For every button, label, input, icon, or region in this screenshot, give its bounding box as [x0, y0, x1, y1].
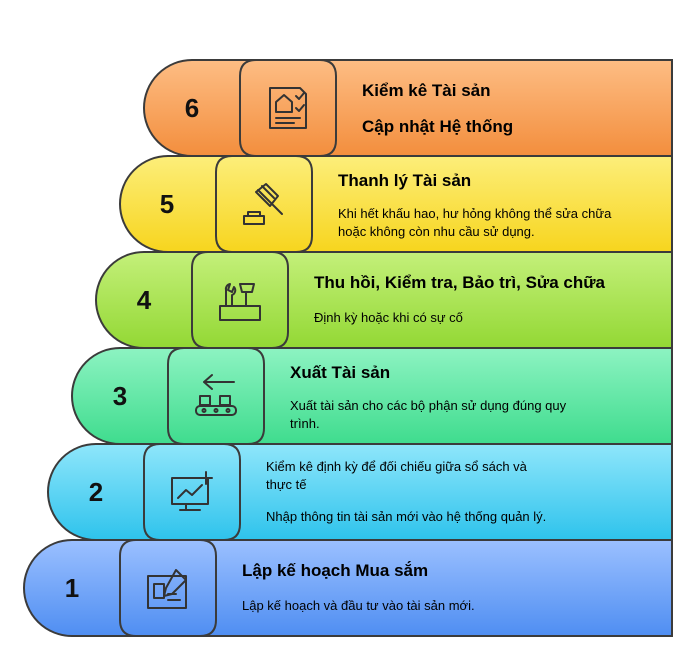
step-5-title: Thanh lý Tài sản	[338, 171, 472, 190]
step-6-number: 6	[184, 93, 200, 123]
step-4-description: Định kỳ hoặc khi có sự cố	[314, 310, 463, 325]
toolbox-wrench-hammer-icon	[219, 283, 261, 321]
checklist-house-icon	[269, 87, 307, 129]
conveyor-arrow-icon	[195, 374, 237, 416]
step-6-title: Kiểm kê Tài sản	[362, 81, 491, 100]
step-5-description: Khi hết khấu hao, hư hỏng không thể sửa …	[338, 206, 612, 239]
blueprint-pencil-icon	[147, 569, 187, 609]
step-6-title-2: Cập nhật Hệ thống	[362, 117, 514, 136]
step-2-band	[47, 443, 673, 541]
step-2-description: Kiểm kê định kỳ để đối chiếu giữa sổ sác…	[266, 459, 527, 492]
step-5-number: 5	[159, 189, 175, 219]
step-3-band	[71, 347, 673, 445]
step-1-number: 1	[64, 573, 80, 603]
step-6-icon-frame	[239, 59, 337, 157]
step-4-number: 4	[136, 285, 152, 315]
step-3-title: Xuất Tài sản	[290, 363, 391, 382]
step-4-title: Thu hồi, Kiểm tra, Bảo trì, Sửa chữa	[314, 273, 606, 292]
step-2-number: 2	[88, 477, 104, 507]
gavel-icon	[243, 183, 283, 225]
step-1-description: Lập kế hoạch và đầu tư vào tài sản mới.	[242, 598, 475, 613]
step-3-number: 3	[112, 381, 128, 411]
monitor-chart-plus-icon	[171, 471, 213, 511]
step-1-band	[23, 539, 673, 637]
step-3-description: Xuất tài sản cho các bộ phận sử dụng đún…	[290, 398, 567, 431]
step-6-band	[143, 59, 673, 157]
step-2-description-2: Nhập thông tin tài sản mới vào hệ thống …	[266, 509, 547, 524]
step-4-band	[95, 251, 673, 349]
step-1-title: Lập kế hoạch Mua sắm	[242, 561, 429, 580]
step-5-band	[119, 155, 673, 253]
